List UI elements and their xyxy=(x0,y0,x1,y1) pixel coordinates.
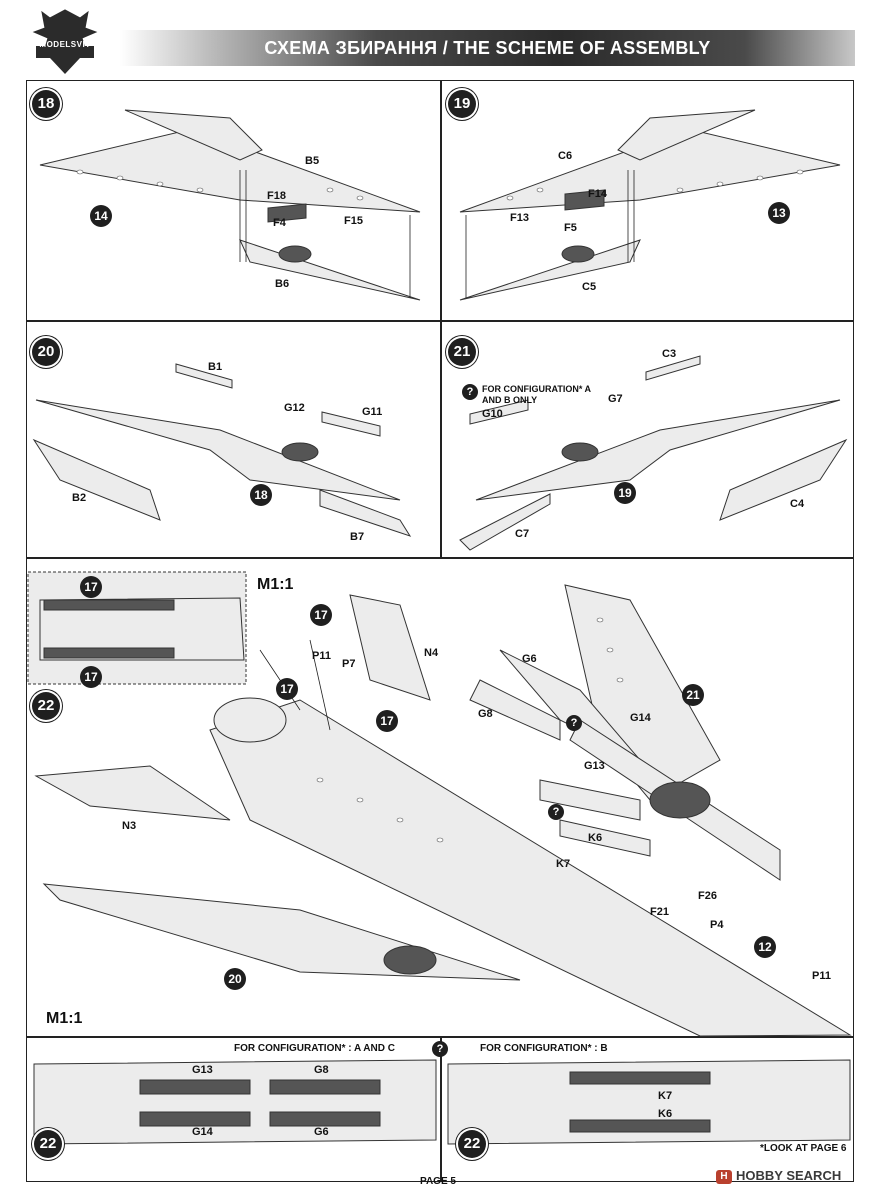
ref-17-c: 17 xyxy=(376,710,398,732)
bottom-question-icon: ? xyxy=(432,1041,448,1057)
part-label-g10: G10 xyxy=(482,408,503,420)
config-b-label: FOR CONFIGURATION* : B xyxy=(480,1043,608,1054)
part-label-f26: F26 xyxy=(698,890,717,902)
part-label-f18: F18 xyxy=(267,190,286,202)
question-icon-k6: ? xyxy=(548,804,564,820)
part-label-b2: B2 xyxy=(72,492,87,504)
bottom-part-g8: G8 xyxy=(314,1064,329,1076)
ref-17-a: 17 xyxy=(310,604,332,626)
part-label-p4: P4 xyxy=(710,919,724,931)
bottom-part-g6: G6 xyxy=(314,1126,329,1138)
part-label-g14: G14 xyxy=(630,712,651,724)
part-label-c3: C3 xyxy=(662,348,677,360)
ref-step-14: 14 xyxy=(90,205,112,227)
scale-label-top: M1:1 xyxy=(257,576,294,593)
page-title: СХЕМА ЗБИРАННЯ / THE SCHEME OF ASSEMBLY xyxy=(264,38,711,58)
part-label-b1: B1 xyxy=(208,361,223,373)
look-at-page-note: *LOOK AT PAGE 6 xyxy=(760,1143,847,1154)
page-header: MODELSVIT СХЕМА ЗБИРАННЯ / THE SCHEME OF… xyxy=(0,0,876,80)
part-label-f15: F15 xyxy=(344,215,363,227)
step-22-number: 22 xyxy=(32,692,60,720)
part-label-n3: N3 xyxy=(122,820,137,832)
ref-step-21: 21 xyxy=(682,684,704,706)
part-label-f14: F14 xyxy=(588,188,607,200)
ref-step-18: 18 xyxy=(250,484,272,506)
part-label-g6: G6 xyxy=(522,653,537,665)
bottom-part-k7: K7 xyxy=(658,1090,673,1102)
part-label-b6: B6 xyxy=(275,278,290,290)
ref-17-b: 17 xyxy=(276,678,298,700)
vertical-divider-bottom xyxy=(440,1036,442,1182)
step22-aircraft-drawing xyxy=(34,584,852,1037)
configuration-note: FOR CONFIGURATION* A AND B ONLY xyxy=(482,384,591,405)
part-label-p11: P11 xyxy=(312,650,331,662)
part-label-f13: F13 xyxy=(510,212,529,224)
part-label-k7: K7 xyxy=(556,858,571,870)
step21-wing-drawing xyxy=(459,355,848,551)
horizontal-divider-1 xyxy=(26,320,854,322)
bottom-part-g14: G14 xyxy=(192,1126,213,1138)
watermark-badge-icon: H xyxy=(716,1170,732,1184)
part-label-k6: K6 xyxy=(588,832,603,844)
brand-name: MODELSVIT xyxy=(39,40,91,49)
ref-step-19: 19 xyxy=(614,482,636,504)
part-label-f4: F4 xyxy=(273,217,286,229)
part-label-g11: G11 xyxy=(362,406,383,418)
bottom-step-22-right: 22 xyxy=(458,1130,486,1158)
step18-wing-drawing xyxy=(39,109,421,301)
step22-inset-drawing xyxy=(27,571,247,685)
bottom-part-g13: G13 xyxy=(192,1064,213,1076)
part-label-g8: G8 xyxy=(478,708,493,720)
vertical-divider-top xyxy=(440,80,442,557)
inset-ref-17-top: 17 xyxy=(80,576,102,598)
part-label-g7: G7 xyxy=(608,393,623,405)
bottom-part-k6: K6 xyxy=(658,1108,673,1120)
horizontal-divider-2 xyxy=(26,557,854,559)
bottom-underside-views xyxy=(33,1059,851,1145)
page-number: PAGE 5 xyxy=(420,1176,456,1187)
modelsvit-logo xyxy=(32,9,98,74)
config-ac-label: FOR CONFIGURATION* : A AND C xyxy=(234,1043,395,1054)
part-label-f5: F5 xyxy=(564,222,577,234)
configuration-question-icon: ? xyxy=(462,384,478,400)
part-label-c5: C5 xyxy=(582,281,597,293)
part-label-b5: B5 xyxy=(305,155,320,167)
part-label-c4: C4 xyxy=(790,498,805,510)
bottom-step-22-left: 22 xyxy=(34,1130,62,1158)
part-label-p7: P7 xyxy=(342,658,356,670)
ref-step-20: 20 xyxy=(224,968,246,990)
step-18-number: 18 xyxy=(32,90,60,118)
part-label-n4: N4 xyxy=(424,647,439,659)
step19-wing-drawing xyxy=(459,109,841,301)
inset-ref-17-bottom: 17 xyxy=(80,666,102,688)
step-20-number: 20 xyxy=(32,338,60,366)
watermark: H HOBBY SEARCH xyxy=(716,1168,841,1184)
step-21-number: 21 xyxy=(448,338,476,366)
step-19-number: 19 xyxy=(448,90,476,118)
part-label-g12: G12 xyxy=(284,402,305,414)
part-label-g13: G13 xyxy=(584,760,605,772)
scale-label-bottom: M1:1 xyxy=(46,1010,83,1027)
question-icon-g14: ? xyxy=(566,715,582,731)
title-bar xyxy=(120,30,855,66)
part-label-b7: B7 xyxy=(350,531,365,543)
part-label-f21: F21 xyxy=(650,906,669,918)
ref-step-13: 13 xyxy=(768,202,790,224)
part-label-c6: C6 xyxy=(558,150,573,162)
ref-step-12: 12 xyxy=(754,936,776,958)
watermark-text: HOBBY SEARCH xyxy=(736,1168,842,1183)
part-label-p11-nose: P11 xyxy=(812,970,831,982)
step20-wing-drawing xyxy=(32,363,412,537)
part-label-c7: C7 xyxy=(515,528,530,540)
